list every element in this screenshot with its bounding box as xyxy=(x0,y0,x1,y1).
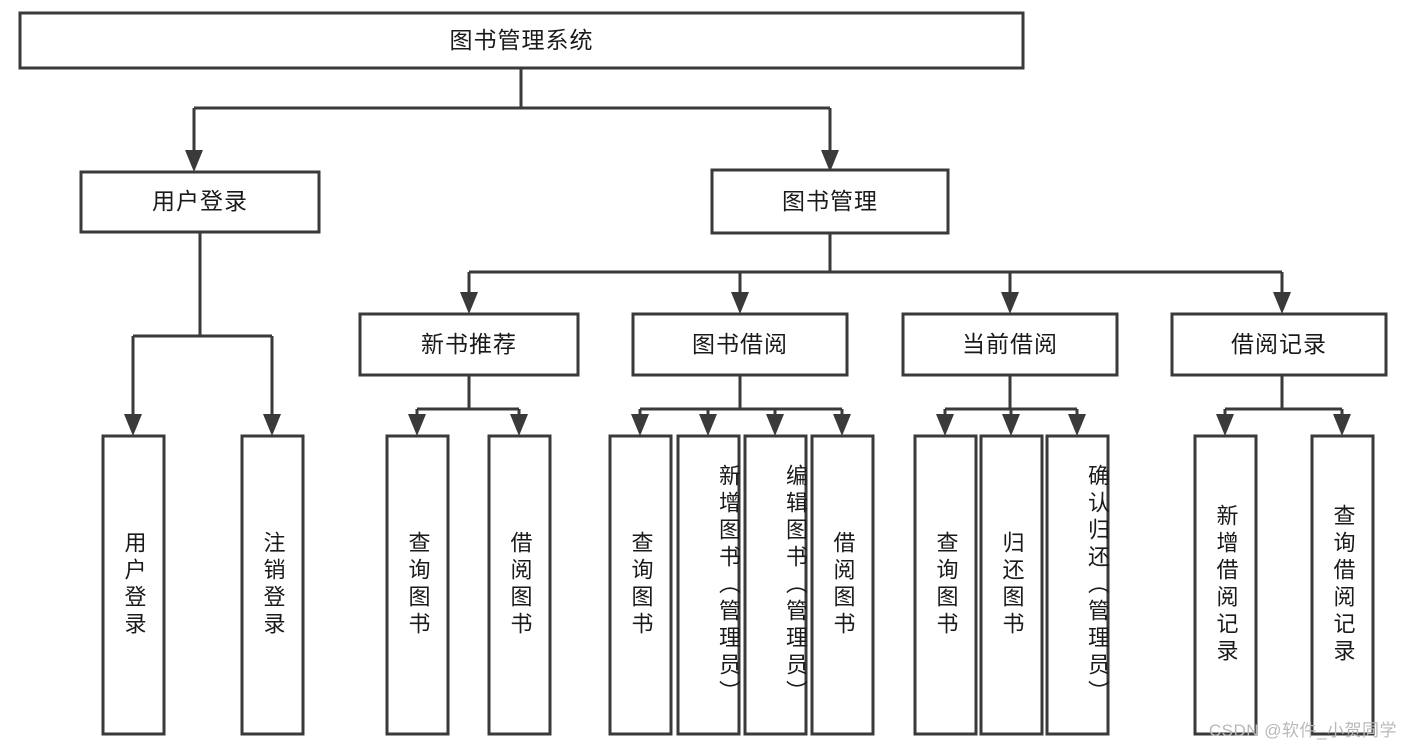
node-box-leaf-user-login[interactable] xyxy=(101,434,166,736)
connector-group-book-borrow xyxy=(631,375,851,436)
connector-group-book-manage xyxy=(460,233,1291,314)
arrow-cb-to-leaf-2 xyxy=(1002,414,1020,436)
arrow-user-login-to-leaf-2 xyxy=(263,414,281,436)
arrow-nbr-to-leaf-1 xyxy=(408,414,426,436)
arrow-user-login-to-leaf-1 xyxy=(124,414,142,436)
arrow-root-to-user-login xyxy=(185,150,203,172)
arrow-bm-to-book-borrow xyxy=(731,292,749,314)
arrow-bb-to-leaf-3 xyxy=(766,414,784,436)
node-box-leaf-query-book-3[interactable] xyxy=(913,434,978,736)
node-box-leaf-query-book-1[interactable] xyxy=(385,434,450,736)
node-box-leaf-borrow-book-1[interactable] xyxy=(487,434,552,736)
node-box-leaf-return-book[interactable] xyxy=(979,434,1044,736)
node-box-user-login[interactable] xyxy=(79,170,321,234)
node-box-leaf-query-book-2[interactable] xyxy=(608,434,673,736)
arrow-bb-to-leaf-2 xyxy=(699,414,717,436)
arrow-bm-to-borrow-record xyxy=(1273,292,1291,314)
arrow-br-to-leaf-2 xyxy=(1333,414,1351,436)
arrow-bb-to-leaf-4 xyxy=(833,414,851,436)
connector-group-root xyxy=(185,68,839,172)
node-box-leaf-query-record[interactable] xyxy=(1310,434,1375,736)
node-box-leaf-user-logout[interactable] xyxy=(240,434,305,736)
arrow-root-to-book-manage xyxy=(821,150,839,172)
connector-group-borrow-record xyxy=(1216,375,1351,436)
arrow-cb-to-leaf-3 xyxy=(1068,414,1086,436)
arrow-br-to-leaf-1 xyxy=(1216,414,1234,436)
node-box-new-book-recommend[interactable] xyxy=(358,312,580,377)
node-box-current-borrow[interactable] xyxy=(901,312,1119,377)
node-box-book-borrow[interactable] xyxy=(631,312,849,377)
arrow-nbr-to-leaf-2 xyxy=(510,414,528,436)
node-box-leaf-borrow-book-2[interactable] xyxy=(810,434,875,736)
arrow-bm-to-new-book xyxy=(460,292,478,314)
node-box-book-manage[interactable] xyxy=(710,168,950,235)
node-box-leaf-confirm-return[interactable] xyxy=(1045,434,1110,736)
arrow-bb-to-leaf-1 xyxy=(631,414,649,436)
node-box-root[interactable] xyxy=(18,11,1025,70)
arrow-bm-to-current-borrow xyxy=(1001,292,1019,314)
connector-group-user-login xyxy=(124,232,281,436)
node-box-leaf-add-record[interactable] xyxy=(1193,434,1258,736)
node-box-leaf-add-book[interactable] xyxy=(676,434,741,736)
connector-group-new-book-recommend xyxy=(408,375,528,436)
node-box-leaf-edit-book[interactable] xyxy=(743,434,808,736)
arrow-cb-to-leaf-1 xyxy=(936,414,954,436)
connector-group-current-borrow xyxy=(936,375,1086,436)
node-box-borrow-record[interactable] xyxy=(1170,312,1388,377)
csdn-watermark: CSDN @软件_小贺同学 xyxy=(1208,721,1397,740)
